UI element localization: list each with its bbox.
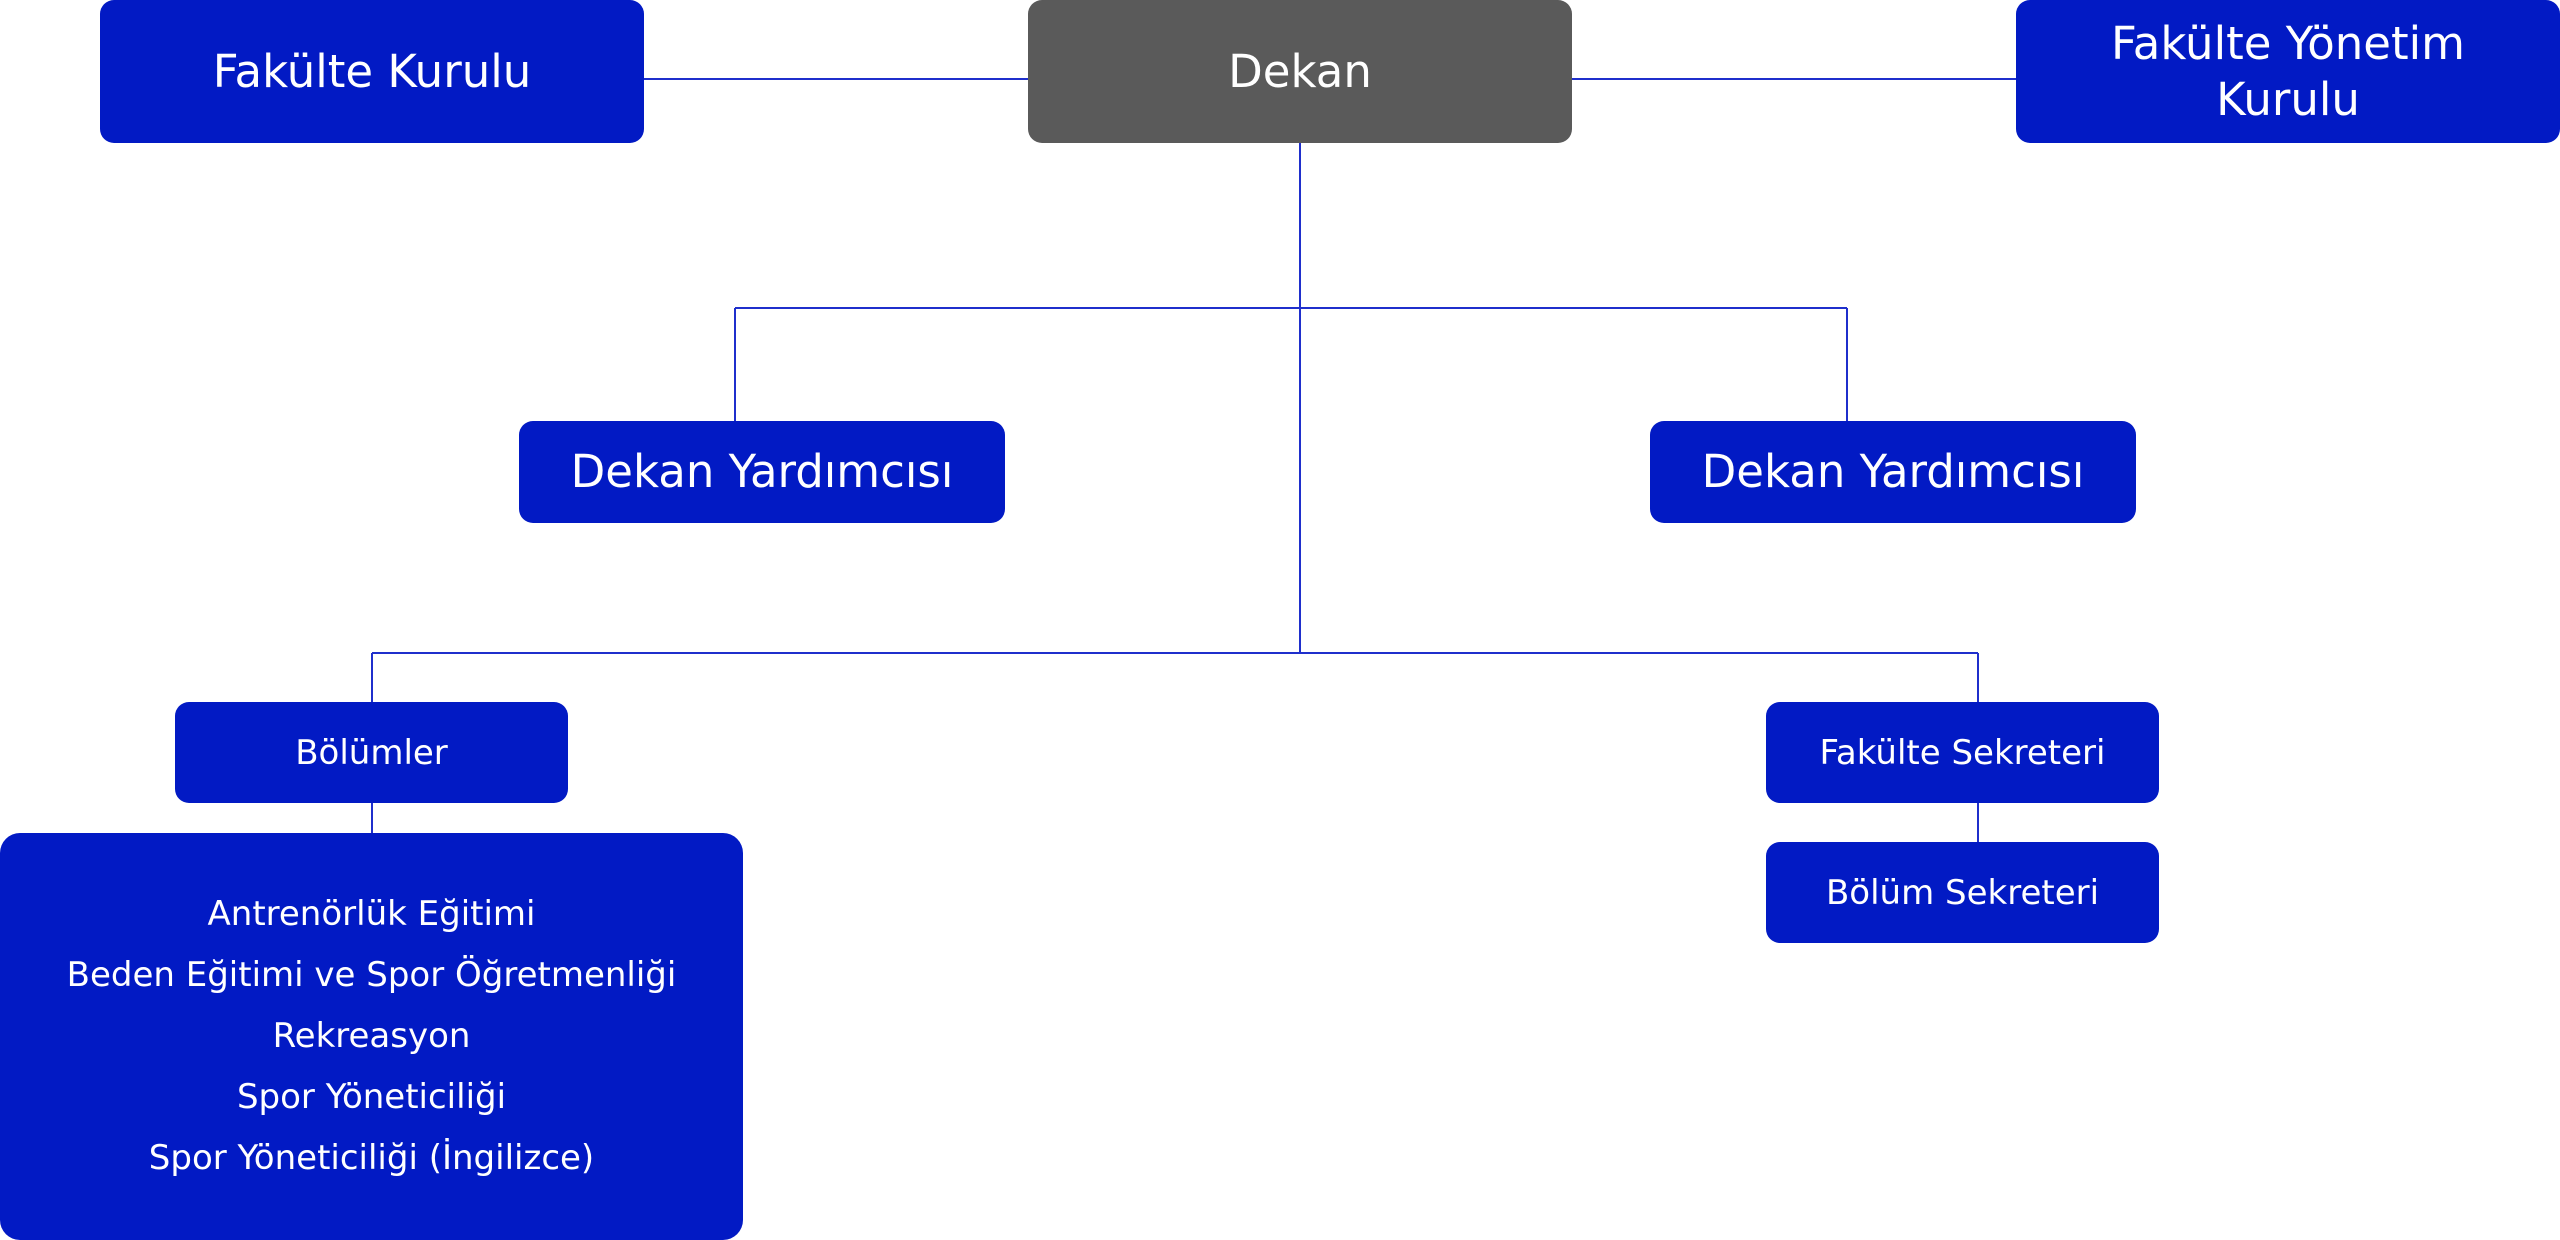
bolumler-label: Bölümler (295, 732, 448, 773)
dekan-yardimcisi-left-node: Dekan Yardımcısı (519, 421, 1005, 523)
bolum-sekreteri-node: Bölüm Sekreteri (1766, 842, 2159, 943)
fakulte-yonetim-kurulu-label: Fakülte Yönetim Kurulu (2111, 16, 2465, 126)
fakulte-sekreteri-label: Fakülte Sekreteri (1819, 732, 2106, 773)
program-item: Rekreasyon (272, 1016, 471, 1056)
fakulte-yonetim-kurulu-node: Fakülte Yönetim Kurulu (2016, 0, 2560, 143)
dekan-yardimcisi-right-label: Dekan Yardımcısı (1701, 445, 2085, 498)
dekan-node: Dekan (1028, 0, 1572, 143)
fakulte-kurulu-node: Fakülte Kurulu (100, 0, 644, 143)
bolum-sekreteri-label: Bölüm Sekreteri (1825, 872, 2100, 913)
program-item: Beden Eğitimi ve Spor Öğretmenliği (66, 955, 677, 995)
fakulte-sekreteri-node: Fakülte Sekreteri (1766, 702, 2159, 803)
programs-list-node: Antrenörlük Eğitimi Beden Eğitimi ve Spo… (0, 833, 743, 1240)
program-item: Spor Yöneticiliği (İngilizce) (148, 1138, 595, 1178)
program-item: Spor Yöneticiliği (236, 1077, 507, 1117)
dekan-yardimcisi-right-node: Dekan Yardımcısı (1650, 421, 2136, 523)
dekan-yardimcisi-left-label: Dekan Yardımcısı (570, 445, 954, 498)
dekan-label: Dekan (1228, 44, 1372, 98)
program-item: Antrenörlük Eğitimi (207, 894, 536, 934)
fakulte-kurulu-label: Fakülte Kurulu (212, 44, 532, 98)
bolumler-node: Bölümler (175, 702, 568, 803)
